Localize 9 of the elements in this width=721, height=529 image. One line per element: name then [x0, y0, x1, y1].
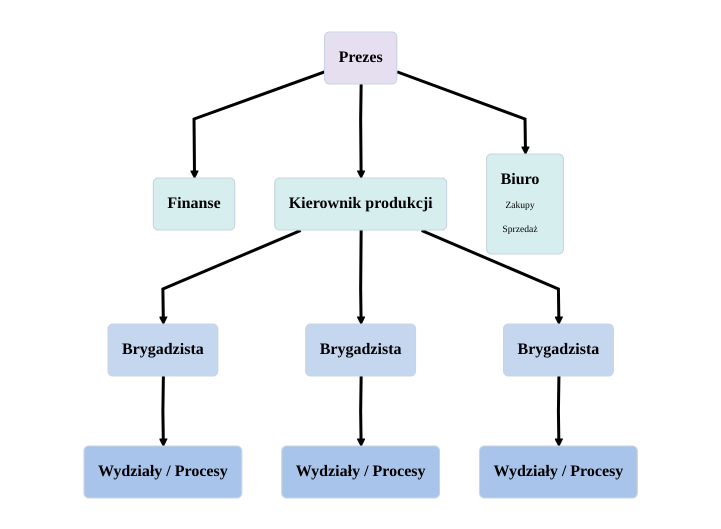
arrow: [158, 376, 168, 446]
arrow: [420, 228, 564, 324]
arrow: [190, 70, 326, 178]
arrow: [396, 70, 530, 154]
arrow: [356, 376, 366, 446]
arrow: [356, 230, 366, 324]
arrow: [554, 376, 564, 446]
arrow: [356, 84, 366, 178]
arrow: [158, 228, 302, 324]
